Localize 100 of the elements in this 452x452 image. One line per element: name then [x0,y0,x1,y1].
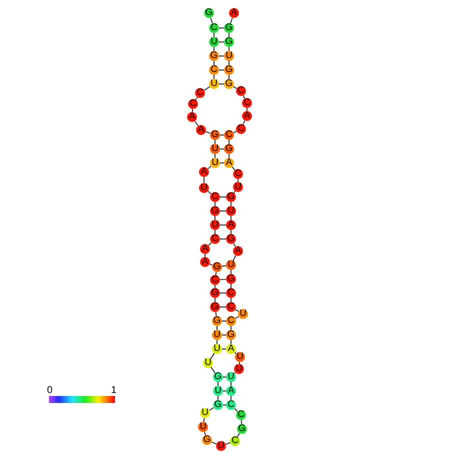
backbone-line [214,298,216,302]
nucleotide-circle: U [212,330,222,340]
backbone-line [230,230,232,234]
nucleotide-circle: A [233,246,243,256]
base-pair-line [220,196,226,198]
backbone-line [208,242,212,246]
nucleotide-circle: G [226,274,236,284]
backbone-line [228,140,230,144]
backbone-line [230,340,232,344]
backbone-line [205,131,211,134]
backbone-line [234,352,237,354]
base-pair-line [222,334,226,336]
nucleotide-circle: G [210,302,220,312]
backbone-line [234,408,238,412]
nucleotide-circle: U [210,158,220,168]
backbone-line [225,442,231,445]
nucleotide-circle: U [212,344,222,354]
base-pair-line [220,278,226,280]
nucleotide-circle: C [210,234,220,244]
backbone-line [228,154,230,158]
backbone-line [234,372,236,374]
nucleotide-circle: C [226,316,236,326]
nucleotide-circle: A [187,112,197,122]
nucleotide-circle: G [210,206,220,216]
nucleotide-circle: U [200,408,210,418]
backbone-line [230,202,232,206]
nucleotide-circle: G [210,288,220,298]
nucleotide-circle: U [216,441,226,451]
base-pair-line [222,404,226,406]
base-pair-line [220,224,226,226]
nucleotide-circle: A [226,220,236,230]
nucleotide-circle: C [226,288,236,298]
backbone-line [214,230,216,234]
backbone-line [214,216,216,220]
backbone-line [232,166,236,171]
nucleotide-circle: A [196,125,206,135]
backbone-line [210,352,215,360]
backbone-line [228,32,230,38]
nucleotide-circle: A [226,386,236,396]
nucleotide-circle: G [212,316,222,326]
backbone-line [204,431,206,436]
backbone-line [228,60,230,66]
backbone-line [210,366,216,374]
backbone-line [230,17,233,24]
backbone-line [214,140,216,144]
backbone-line [203,417,205,423]
backbone-line [238,361,240,365]
nucleotide-circle: C [236,124,246,134]
base-pair-line [220,210,226,212]
backbone-line [230,396,232,400]
nucleotide-circle: C [226,400,236,410]
backbone-line [246,108,248,112]
base-pair-line [220,292,226,294]
backbone-line [214,284,216,288]
backbone-line [216,340,218,344]
nucleotide-circle: A [226,344,236,354]
backbone-line [204,254,206,258]
nucleotide-circle: A [200,257,210,267]
nucleotide-circle: G [204,8,214,18]
nucleotide-circle: G [202,435,212,445]
nucleotide-circle: U [199,183,209,193]
nucleotide-circle: C [233,169,243,179]
nucleotide-circle: U [235,352,245,362]
backbone-line [194,120,199,126]
nucleotide-circle: G [224,79,234,89]
nucleotide-circle: U [209,79,219,89]
backbone-line [215,311,217,317]
nucleotide-circle: U [226,372,236,382]
nucleotide-circle: G [224,37,234,47]
nucleotide-circle: G [212,262,222,272]
base-pair-line [220,148,224,150]
nucleotide-circle: U [203,358,213,368]
nucleotide-circle: G [213,372,223,382]
nucleotide-circle: A [200,244,210,254]
backbone-line [215,271,217,276]
nucleotide-circle: C [195,88,205,98]
base-pair-line [222,348,226,350]
nucleotide-circle: G [210,130,220,140]
backbone-line [230,298,232,302]
nucleotide-circle: C [209,23,219,33]
scale-label: 0 [47,386,53,396]
nucleotide-circle: C [188,99,198,109]
nucleotide-circle: C [236,86,246,96]
nucleotide-circle: U [226,206,236,216]
nucleotide-circle: U [238,309,248,319]
nucleotide-circle: A [199,167,209,177]
base-pair-line [222,376,226,378]
nucleotide-circle: G [226,330,236,340]
nucleotide-circle: U [234,364,244,374]
backbone-line [228,46,230,52]
nucleotide-circle: U [209,37,219,47]
base-pair-line [220,162,224,164]
nucleotide-circle: A [242,111,252,121]
backbone-line [230,284,232,288]
nucleotide-circle: U [198,422,208,432]
nucleotide-circle: G [224,144,234,154]
backbone-line [207,190,212,194]
nucleotide-circle: U [213,386,223,396]
backbone-line [216,326,218,330]
nucleotide-circle: G [224,23,234,33]
